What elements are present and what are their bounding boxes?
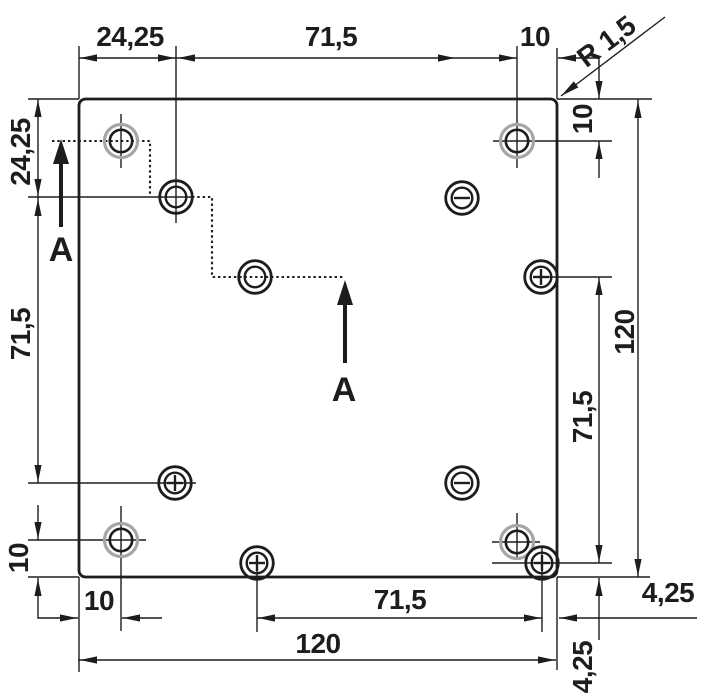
ghost-hole-bottom-right [498,523,536,561]
hole-inner-plus-right [529,265,553,289]
corner-hole-top-left [108,128,134,154]
arrow-radius-leader [561,81,579,96]
hole-outer-plus-bottom-right [524,545,560,581]
dim-label-top-right: 10 [520,21,550,52]
arrow-top-715-left [178,54,195,62]
plate-outline [77,97,559,579]
section-label-mid: A [332,371,357,409]
arrow-bottom-10-right [123,614,140,622]
dim-label-top-mid: 71,5 [305,21,358,52]
ghost-hole-top-right [498,122,536,160]
dim-label-bottom-left: 10 [84,585,114,616]
dim-label-right-mid: 71,5 [567,391,598,444]
arrow-right-425-bottom [595,579,603,596]
arrow-left-2425-bottom [34,179,42,196]
hole-outer-plus-bottom-mid [239,545,275,581]
section-path-lower [192,195,345,279]
arrowheads [34,54,642,664]
arrow-right-10-bottom [595,142,603,159]
corner-hole-bottom-left [108,527,134,553]
hole-polarity-marks [167,196,550,571]
arrow-left-10-top [34,522,42,539]
arrow-top-715-right [438,54,455,62]
arrow-bottom-10-left [60,614,77,622]
arrow-left-715-top [34,199,42,216]
dimension-labels: 24,25 71,5 10 R 1,5 24,25 71,5 10 10 71,… [3,10,695,694]
hole-outer-minus-top [444,180,480,216]
arrow-top-2425-right [158,54,175,62]
extension-lines [28,46,652,672]
ghost-holes [102,122,536,561]
arrow-top-10-right [559,54,576,62]
mounting-holes [157,179,560,581]
dim-label-left-mid: 71,5 [5,308,36,361]
corner-hole-circles [108,128,530,555]
dim-label-bottom-right-offset: 4,25 [642,577,695,608]
hole-outer-plus-right [523,259,559,295]
section-cut-path [52,139,345,279]
arrow-right-715-top [595,278,603,295]
arrow-bottom-425-right [560,614,577,622]
arrow-left-2425-top [34,100,42,117]
arrow-bottom-120-left [80,656,97,664]
ghost-hole-top-left [102,122,140,160]
arrow-top-2425-left [80,54,97,62]
hole-inner-minus-top [450,186,474,210]
section-arrows [53,139,353,363]
arrow-bottom-715-right [524,614,541,622]
hole-inner-plus-bottom-right [530,551,554,575]
arrow-left-715-bottom [34,465,42,482]
dim-label-corner-radius: R 1,5 [571,10,641,74]
dimline-bottom-left-connector [37,578,78,619]
dim-label-bottom-overall: 120 [295,628,340,659]
section-label-left: A [49,231,74,269]
arrow-top-10-left [499,54,516,62]
hole-outer-rings [157,179,560,581]
arrow-right-715-bottom [595,545,603,562]
dim-label-left-bottom: 10 [3,543,34,573]
hole-outer-center [237,259,273,295]
hole-inner-rings [163,185,554,575]
dim-label-bottom-corner-offset: 4,25 [567,641,598,694]
hole-inner-upper-left [164,185,188,209]
corner-hole-bottom-right [504,529,530,555]
section-path-upper [52,139,152,197]
arrow-right-10-top [595,81,603,98]
arrow-bottom-120-right [538,656,555,664]
dim-label-right-overall: 120 [609,309,640,354]
dim-label-bottom-mid: 71,5 [374,584,427,615]
hole-inner-minus-bottom [450,471,474,495]
arrow-left-10-bottom [34,579,42,596]
hole-inner-plus-bottom-mid [245,551,269,575]
section-arrow-left-head [53,139,69,164]
arrow-right-120-bottom [634,559,642,576]
hole-outer-upper-left [158,179,194,215]
section-arrow-mid-head [337,280,353,305]
corner-hole-top-right [504,128,530,154]
hole-inner-center [243,265,267,289]
dim-label-top-left: 24,25 [96,21,164,52]
ghost-hole-bottom-left [102,521,140,559]
arrow-right-120-top [634,101,642,118]
dim-label-left-top: 24,25 [5,118,36,186]
hole-outer-minus-bottom [444,465,480,501]
hole-outer-plus-left [157,465,193,501]
radius-leader [560,16,666,97]
dim-label-right-top: 10 [567,104,598,134]
hole-inner-plus-left [163,471,187,495]
arrow-bottom-715-left [258,614,275,622]
